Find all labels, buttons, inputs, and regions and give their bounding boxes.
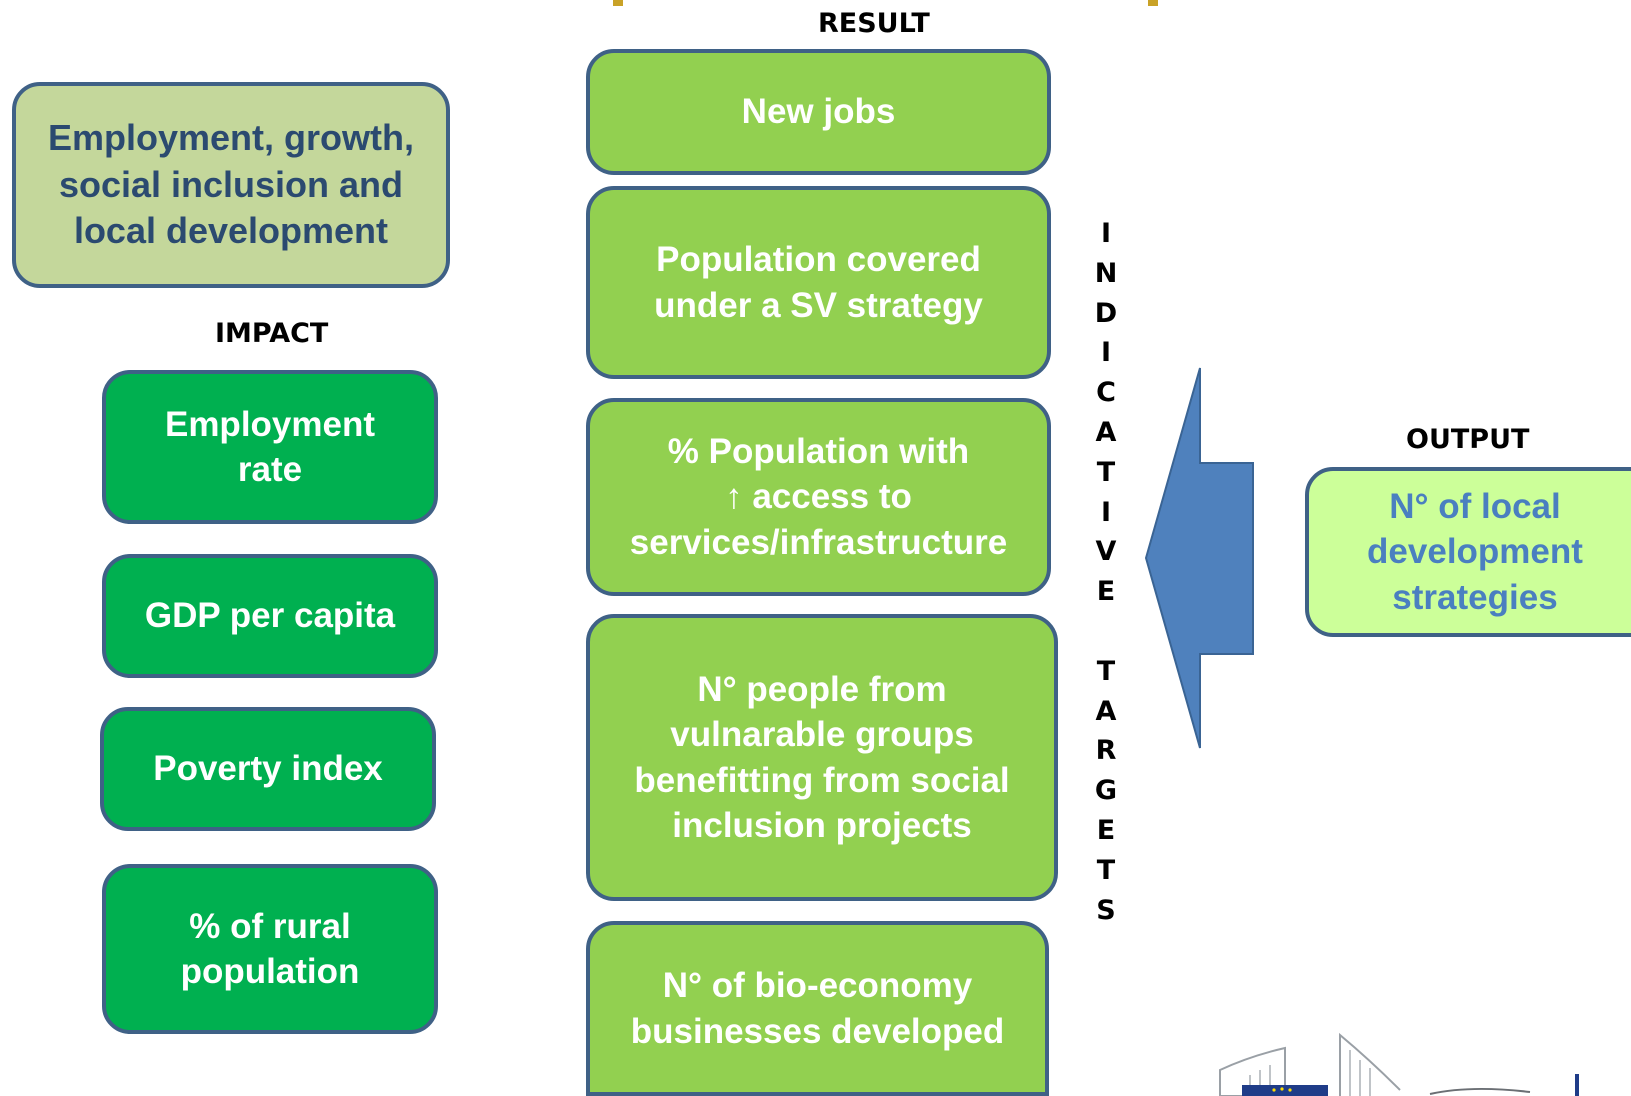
impact-text: Poverty index xyxy=(153,749,383,789)
vertical-letter: E xyxy=(1096,576,1116,608)
output-label: OUTPUT xyxy=(1406,424,1530,455)
impact-box-poverty: Poverty index xyxy=(100,707,436,831)
vertical-letter: I xyxy=(1100,337,1112,369)
vertical-letter: A xyxy=(1095,416,1117,448)
result-box-new-jobs: New jobs xyxy=(586,49,1051,175)
vertical-letter: A xyxy=(1095,695,1117,727)
european-commission-logo xyxy=(1219,1032,1579,1096)
vertical-letter: T xyxy=(1096,655,1116,687)
vertical-letter: G xyxy=(1094,775,1118,807)
title-fragment-left xyxy=(613,0,623,6)
impact-box-rural: % of rural population xyxy=(102,864,438,1034)
vertical-letter: V xyxy=(1095,536,1117,568)
result-label: RESULT xyxy=(818,8,930,39)
vertical-letter: T xyxy=(1096,854,1116,886)
vertical-letter: R xyxy=(1095,735,1117,767)
vertical-letter: I xyxy=(1100,218,1112,249)
vertical-letter: T xyxy=(1096,456,1116,488)
result-text: New jobs xyxy=(741,92,896,132)
vertical-letter: C xyxy=(1096,377,1116,409)
result-text: N° of bio-economy businesses developed xyxy=(630,966,1005,1051)
result-box-population-covered: Population covered under a SV strategy xyxy=(586,186,1051,379)
title-fragment-right xyxy=(1148,0,1158,6)
output-text: N° of local development strategies xyxy=(1367,486,1583,617)
result-text: Population covered under a SV strategy xyxy=(654,240,983,325)
result-text: % Population with ↑ access to services/i… xyxy=(629,431,1008,562)
goal-box: Employment, growth, social inclusion and… xyxy=(12,82,450,288)
vertical-letter: D xyxy=(1094,297,1118,329)
goal-text: Employment, growth, social inclusion and… xyxy=(47,116,414,252)
vertical-letter: N xyxy=(1094,257,1118,289)
vertical-letter: E xyxy=(1096,814,1116,846)
result-box-population-access: % Population with ↑ access to services/i… xyxy=(586,398,1051,596)
impact-text: Employment rate xyxy=(164,404,376,490)
impact-label: IMPACT xyxy=(215,318,329,349)
impact-text: GDP per capita xyxy=(144,596,396,636)
impact-text: % of rural population xyxy=(180,906,360,992)
output-box: N° of local development strategies xyxy=(1305,467,1631,637)
vertical-letter: I xyxy=(1100,496,1112,528)
result-text: N° people from vulnarable groups benefit… xyxy=(634,669,1010,846)
impact-box-gdp: GDP per capita xyxy=(102,554,438,678)
result-box-vulnerable-groups: N° people from vulnarable groups benefit… xyxy=(586,614,1058,901)
result-box-bio-economy: N° of bio-economy businesses developed xyxy=(586,921,1049,1096)
vertical-letter: S xyxy=(1096,894,1116,926)
impact-box-employment-rate: Employment rate xyxy=(102,370,438,524)
